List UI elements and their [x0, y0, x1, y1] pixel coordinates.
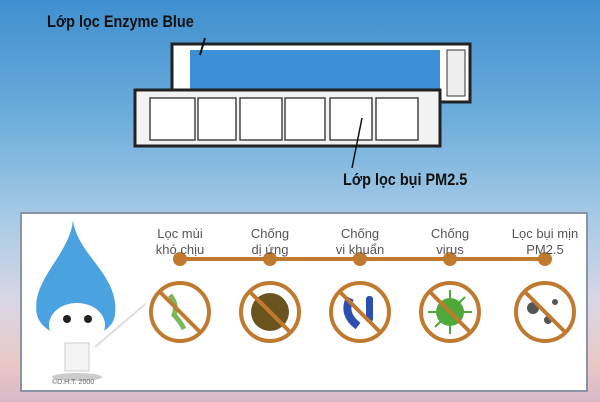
feature-label: Lọc bụi mịn	[511, 226, 579, 241]
copyright: ©D.H.T. 2000	[52, 379, 95, 386]
pm25-filter-label: Lớp lọc bụi PM2.5	[343, 170, 468, 189]
feature-label: dị ứng	[251, 242, 289, 257]
filter-illustration	[133, 37, 472, 169]
feature-label: Chống	[250, 226, 290, 241]
feature-label: Chống	[430, 226, 470, 241]
feature-label: virus	[436, 242, 464, 257]
feature-label: Lọc mùi	[157, 226, 203, 241]
feature-label: Chống	[340, 226, 380, 241]
feature-label: khó chịu	[155, 242, 205, 257]
feature-label: vi khuẩn	[335, 242, 385, 257]
mascot-icon	[36, 220, 145, 381]
enzyme-blue-label: Lớp lọc Enzyme Blue	[47, 12, 194, 31]
feature-label: PM2.5	[526, 242, 564, 257]
